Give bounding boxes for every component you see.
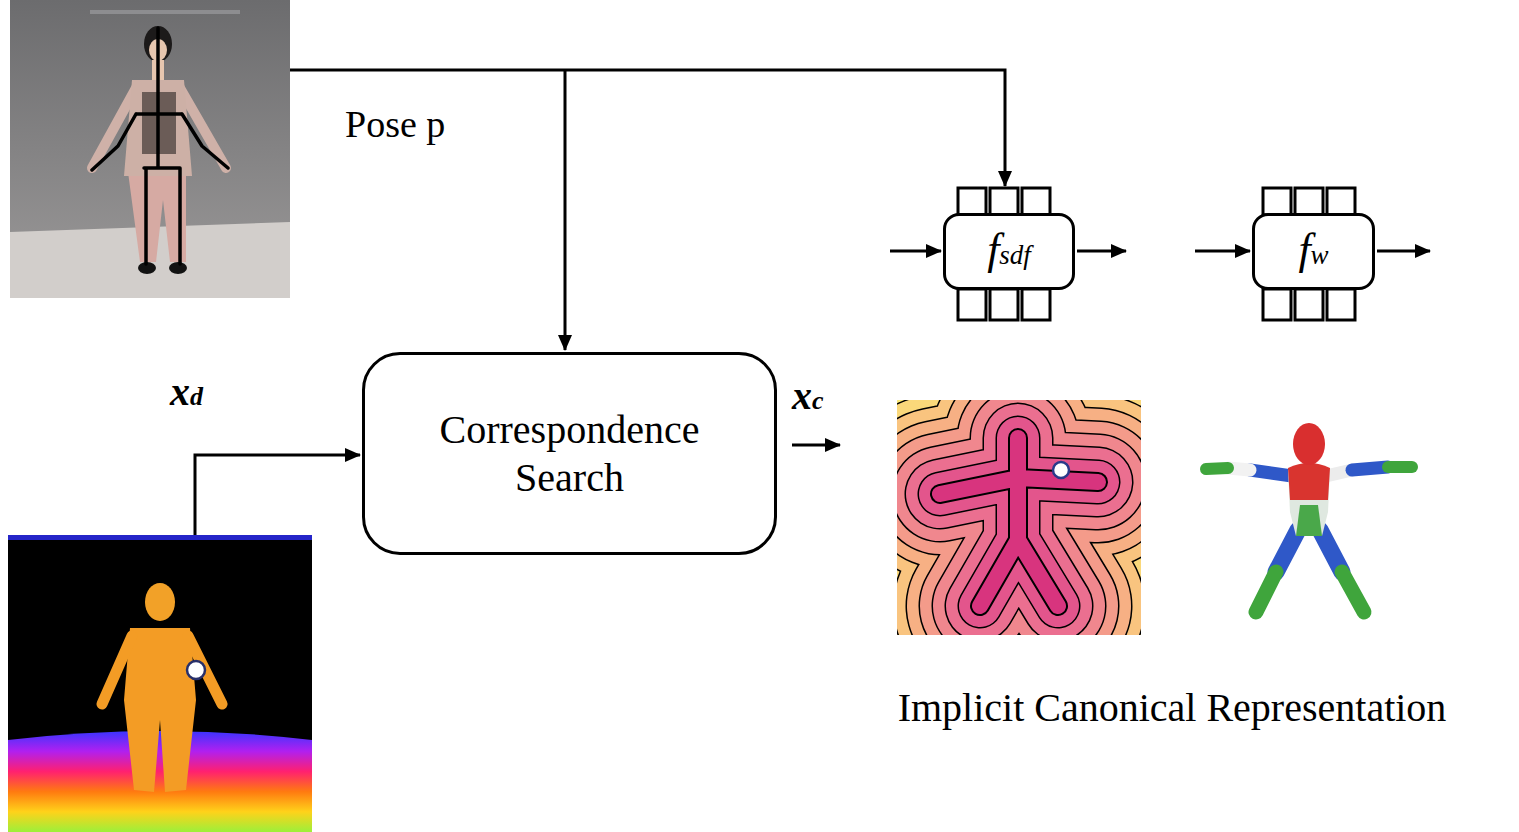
wire (1077, 250, 1126, 253)
rgb-photo (10, 0, 290, 298)
sdf-contour-image (940, 438, 1098, 606)
caption-label: Implicit Canonical Representation (842, 686, 1502, 730)
rgb-photo (90, 10, 240, 14)
sdf-contour-image (940, 438, 1098, 606)
network-layer-symbol (958, 188, 986, 215)
sdf-contour-image (940, 438, 1098, 606)
sdf-contour-image (940, 438, 1098, 606)
sdf-contour-image (940, 438, 1098, 606)
sdf-contour-image (940, 438, 1098, 606)
node-text: fsdf (987, 228, 1031, 276)
rgb-photo (128, 172, 186, 262)
sdf-contour-image (940, 438, 1098, 606)
wire (564, 70, 567, 350)
sdf-contour-image (940, 438, 1098, 606)
depth-image (8, 535, 312, 540)
skinning-weight-mesh (1293, 423, 1325, 465)
sdf-contour-image (940, 438, 1098, 606)
skinning-weight-mesh (1256, 572, 1276, 612)
sdf-contour-image (897, 400, 1141, 635)
depth-image (187, 661, 205, 679)
rgb-photo (10, 0, 290, 298)
depth-image (124, 628, 196, 792)
sdf-contour-image (940, 438, 1098, 606)
sdf-contour-image (940, 438, 1098, 606)
wire (1377, 250, 1430, 253)
network-layer-symbol (1022, 188, 1050, 215)
skinning-weight-mesh (1342, 572, 1364, 612)
depth-image (8, 535, 312, 832)
skinning-weight-mesh (1288, 463, 1330, 500)
depth-image (102, 636, 132, 704)
sdf-contour-image (940, 438, 1098, 606)
wire (195, 455, 360, 535)
network-layer-symbol (1263, 289, 1291, 320)
sdf-contour-image (940, 438, 1098, 606)
depth-image (188, 636, 222, 704)
skinning-weight-mesh (1206, 423, 1412, 612)
sdf-contour-image (940, 438, 1098, 606)
network-layer-symbol (990, 289, 1018, 320)
network-layer-symbol (1327, 188, 1355, 215)
pose-label: Pose p (345, 104, 445, 146)
wire (290, 70, 1005, 186)
skinning-weight-mesh (1206, 468, 1228, 469)
network-layer-symbol (1295, 289, 1323, 320)
network-layer-symbol (1263, 188, 1291, 215)
sdf-contour-image (1053, 462, 1069, 478)
node-text: Correspondence Search (420, 406, 720, 502)
network-layer-symbol (990, 188, 1018, 215)
skinning-weight-mesh (1388, 461, 1412, 473)
network-layer-symbol (1022, 289, 1050, 320)
process-box: Correspondence Search (362, 352, 777, 555)
input-point-label: xd (170, 372, 203, 412)
wire (890, 250, 941, 253)
wire (1195, 250, 1250, 253)
depth-image (145, 583, 175, 621)
depth-image (8, 731, 312, 832)
sdf-contour-image (940, 438, 1098, 606)
wire (792, 444, 840, 447)
network-block: fw (1252, 213, 1375, 290)
skinning-weight-mesh (1296, 505, 1322, 536)
rgb-photo (169, 262, 187, 274)
network-layer-symbol (958, 289, 986, 320)
depth-image (8, 535, 312, 832)
sdf-contour-image (940, 438, 1098, 606)
sdf-contour-image (897, 400, 1141, 635)
network-layer-symbol (1327, 289, 1355, 320)
rgb-photo (92, 28, 228, 264)
sdf-contour-image (940, 438, 1098, 606)
node-text: fw (1298, 228, 1328, 276)
canonical-point-label: xc (792, 376, 824, 416)
sdf-contour-image (940, 438, 1098, 606)
network-layer-symbol (1295, 188, 1323, 215)
network-block: fsdf (943, 213, 1075, 290)
